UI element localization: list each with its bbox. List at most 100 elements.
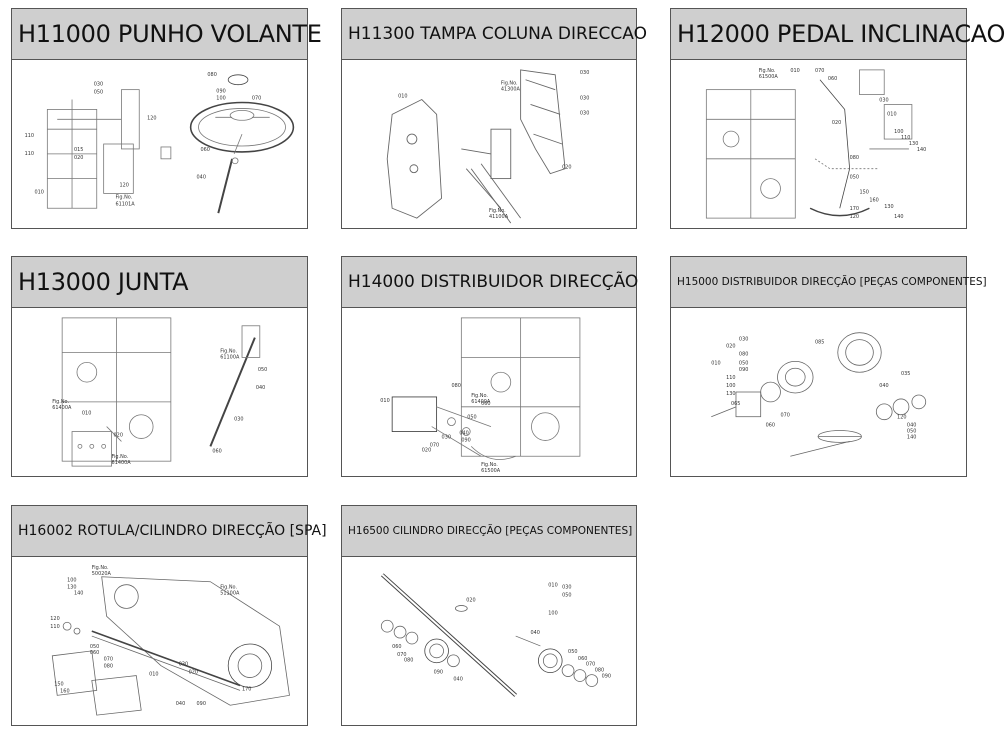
part-label: 140 [74,591,83,597]
catalog-card-distribuidor-direccao[interactable]: H14000 DISTRIBUIDOR DIRECÇÃO 010 020 030… [341,256,638,477]
part-label: 050 [467,415,476,421]
part-label: 030 [580,96,589,102]
part-label: 060 [212,448,221,454]
part-label: 110 [726,375,735,381]
part-label: 090 [602,674,611,680]
part-label: 070 [780,413,789,419]
diagram-steering-wheel: 080 030 070 050 120 110 015 020 040 060 … [25,72,295,214]
card-title: H11000 PUNHO VOLANTE [12,9,322,60]
catalog-card-rotula-cilindro-direccao[interactable]: H16002 ROTULA/CILINDRO DIRECÇÃO [SPA] 10… [11,505,327,726]
part-label: 080 [104,664,113,670]
part-label: 140 [917,147,926,153]
part-label: 050 [90,644,99,650]
part-label: 040 [176,701,185,707]
diagram-cylinder-components: 020 010 030 050 100 040 060 070 080 090 … [380,573,611,697]
catalog-card-cilindro-pecas-componentes[interactable]: H16500 CILINDRO DIRECÇÃO [PEÇAS COMPONEN… [341,505,637,726]
part-label: 020 [114,432,123,438]
catalog-card-distribuidor-pecas-componentes[interactable]: H15000 DISTRIBUIDOR DIRECÇÃO [PEÇAS COMP… [670,256,987,477]
part-label: 050 [562,593,571,599]
exploded-diagram-thumbnail: 010 030 030 030 020 Fig.No. 41300A Fig.N… [342,60,636,228]
diagram-valve-components: 020 030 080 010 050 090 110 100 130 040 … [711,332,927,457]
part-label: 040 [907,423,916,429]
part-label: 090 [434,670,443,676]
part-label: Fig.No. [481,462,498,468]
part-label: 160 [60,688,69,694]
part-label: 130 [884,204,893,210]
part-label: 070 [586,662,595,668]
part-label: 070 [430,442,439,448]
diagram-steering-valve: 010 020 030 040 050 060 070 080 090 Fig.… [380,317,581,474]
exploded-diagram-thumbnail: 010 070 060 020 030 010 080 100 110 130 … [671,60,966,228]
part-label: 040 [879,383,888,389]
part-label: 020 [74,155,83,161]
part-label: 040 [197,175,206,181]
part-label: 160 [869,197,878,203]
part-label: 080 [451,383,460,389]
part-label: 030 [234,417,243,423]
part-label: 61400A [112,460,132,466]
part-label: Fig.No. [501,81,518,87]
catalog-card-punho-volante[interactable]: H11000 PUNHO VOLANTE 080 030 070 [11,8,322,229]
part-label: 130 [726,391,735,397]
part-label: 030 [442,434,451,440]
part-label: Fig.No. [471,393,488,399]
catalog-card-tampa-coluna-direccao[interactable]: H11300 TAMPA COLUNA DIRECCAO 010 030 030… [341,8,647,229]
exploded-diagram-thumbnail: 010 020 030 040 050 060 Fig.No. 61100A F… [12,308,307,476]
part-label: 030 [580,110,589,116]
part-label: 030 [562,585,571,591]
part-label: 110 [50,624,59,630]
part-label: 110 [901,135,910,141]
part-label: Fig.No. [116,194,133,200]
part-label: 120 [897,415,906,421]
catalog-card-pedal-inclinacao[interactable]: H12000 PEDAL INCLINACAO 010 070 060 020 … [670,8,1005,229]
part-label: 120 [50,616,59,622]
part-label: 130 [909,141,918,147]
card-title: H16500 CILINDRO DIRECÇÃO [PEÇAS COMPONEN… [342,506,636,557]
part-label: 010 [548,583,557,589]
part-label: 060 [828,76,837,82]
part-label: 030 [739,337,748,343]
part-label: 100 [548,610,557,616]
part-label: 020 [189,670,198,676]
part-label: 61500A [759,74,779,80]
exploded-diagram-thumbnail: 010 020 030 040 050 060 070 080 090 Fig.… [342,308,636,476]
catalog-card-junta[interactable]: H13000 JUNTA 010 020 030 040 050 060 Fig… [11,256,308,477]
part-label: 100 [67,578,76,584]
part-label: 050 [739,360,748,366]
part-label: Fig.No. [220,585,237,591]
part-label: 050 [850,175,859,181]
part-label: 50020A [92,571,112,577]
part-label: 110 [25,133,34,139]
part-label: 090 [461,437,470,443]
card-title: H15000 DISTRIBUIDOR DIRECÇÃO [PEÇAS COMP… [671,257,987,308]
diagram-tilt-pedal: 010 070 060 020 030 010 080 100 110 130 … [705,68,926,220]
part-label: 150 [54,681,63,687]
part-label: 090 [197,701,206,707]
part-label: 035 [901,371,910,377]
part-label: 030 [879,98,888,104]
part-label: 060 [392,644,401,650]
part-label: 110 [25,151,34,157]
part-label: 010 [82,411,91,417]
card-title: H11300 TAMPA COLUNA DIRECCAO [342,9,647,60]
part-label: 060 [90,650,99,656]
part-label: 020 [726,344,735,350]
exploded-diagram-thumbnail: 100 130 120 110 140 050 060 070 080 010 … [12,557,307,725]
part-label: 020 [832,120,841,126]
part-label: 080 [595,668,604,674]
part-label: 61101A [116,201,136,207]
part-label: 020 [466,597,475,603]
part-label: 010 [34,189,43,195]
part-label: 100 [726,383,735,389]
part-label: 040 [256,385,265,391]
part-label: 030 [179,662,188,668]
part-label: 040 [459,430,468,436]
part-label: 010 [398,94,407,100]
part-label: 065 [731,401,740,407]
part-label: 010 [790,68,799,74]
part-label: 050 [568,649,577,655]
part-label: Fig.No. [220,348,237,354]
part-label: 070 [252,96,261,102]
part-label: 070 [104,657,113,663]
part-label: 060 [201,147,210,153]
